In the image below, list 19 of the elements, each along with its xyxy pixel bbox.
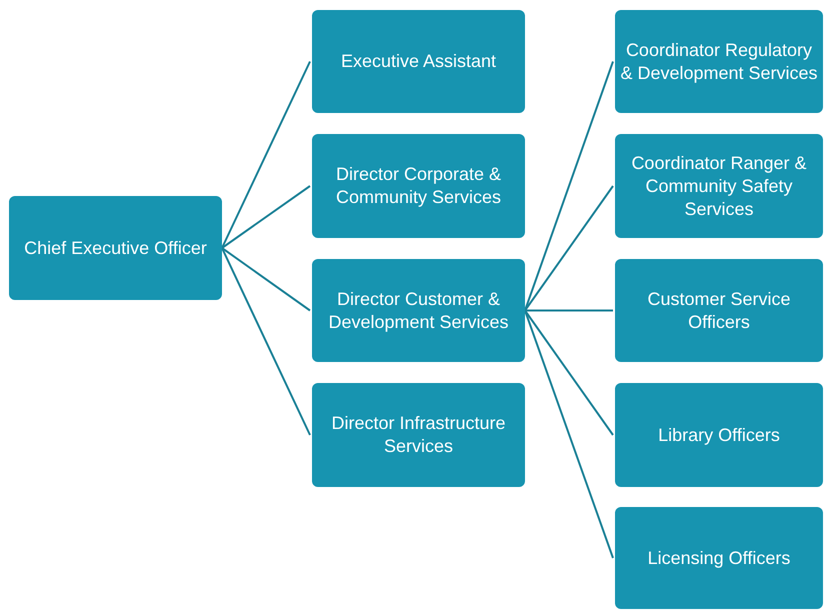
org-box: Executive Assistant (312, 10, 525, 113)
connector-line (525, 310, 613, 312)
connector-line (524, 185, 614, 312)
org-box: Director Corporate & Community Services (312, 134, 525, 238)
connector-line (524, 310, 614, 558)
org-box: Director Customer & Development Services (312, 259, 525, 362)
connector-line (221, 248, 311, 436)
connector-line (524, 310, 614, 436)
connector-line (221, 185, 311, 249)
org-box: Director Infrastructure Services (312, 383, 525, 487)
org-box: Licensing Officers (615, 507, 823, 609)
org-box: Coordinator Regulatory & Development Services (615, 10, 823, 113)
connector-line (221, 247, 311, 312)
org-box: Coordinator Ranger & Community Safety Services (615, 134, 823, 238)
connector-line (524, 61, 614, 311)
org-box: Chief Executive Officer (9, 196, 222, 300)
connector-line (221, 61, 311, 248)
org-box: Library Officers (615, 383, 823, 487)
org-box: Customer Service Officers (615, 259, 823, 362)
